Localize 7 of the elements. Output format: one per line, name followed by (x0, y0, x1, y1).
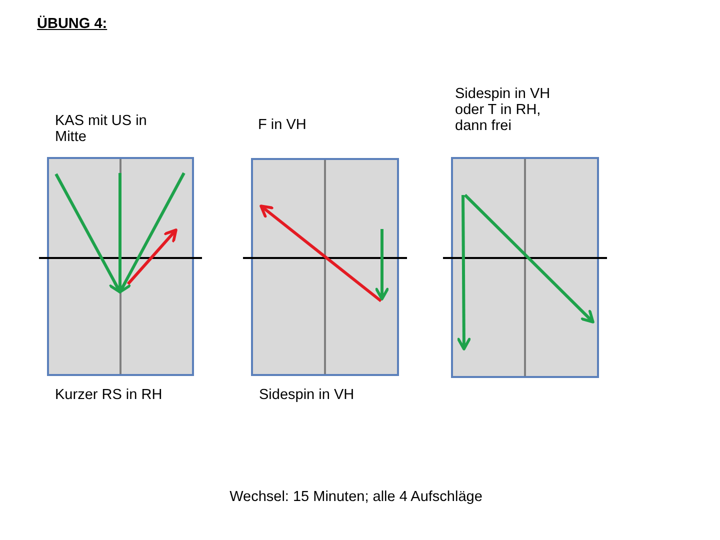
caption-text: Wechsel: 15 Minuten; alle 4 Aufschläge (230, 488, 482, 506)
table-caption: Kurzer RS in RH (55, 386, 162, 404)
table-caption: Sidespin in VH (259, 386, 354, 404)
page-title: ÜBUNG 4: (37, 15, 108, 33)
table-heading: Sidespin in VH oder T in RH, dann frei (455, 86, 552, 134)
table-heading: F in VH (258, 117, 308, 133)
table-heading: KAS mit US in Mitte (55, 113, 148, 145)
